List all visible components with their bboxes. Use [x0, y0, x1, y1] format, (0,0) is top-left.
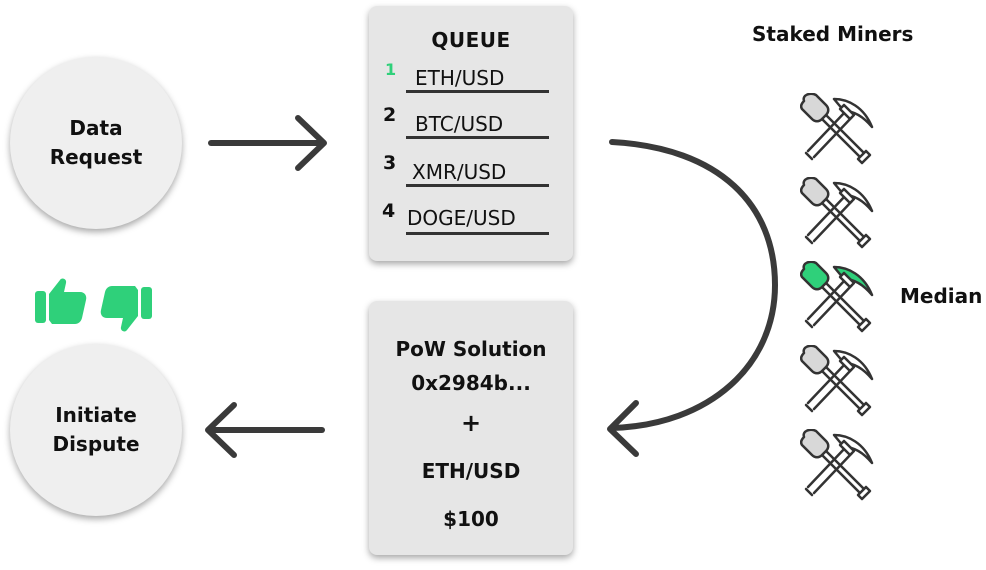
- queue-card: QUEUE 1 ETH/USD 2 BTC/USD 3 XMR/USD 4 DO…: [369, 6, 573, 261]
- queue-item-underline: [406, 232, 549, 235]
- thumbs-down-icon: [100, 286, 152, 332]
- miner-icon: [799, 92, 876, 165]
- queue-item-number: 2: [383, 104, 397, 126]
- data-request-node: Data Request: [10, 57, 182, 229]
- arrow-queue-to-solution: [607, 139, 778, 457]
- pow-solution-title: PoW Solution: [395, 337, 547, 361]
- queue-item-pair: BTC/USD: [415, 112, 504, 136]
- arrow-request-to-queue: [208, 115, 327, 171]
- data-request-label-line2: Request: [49, 145, 143, 169]
- data-request-label-line1: Data: [69, 116, 123, 140]
- pow-solution-value: $100: [443, 507, 499, 531]
- initiate-dispute-node: Initiate Dispute: [10, 344, 182, 516]
- miner-icon: [799, 260, 876, 333]
- queue-item: 1 ETH/USD: [369, 58, 573, 94]
- queue-title: QUEUE: [431, 28, 511, 52]
- median-label: Median: [900, 284, 983, 308]
- queue-item: 3 XMR/USD: [369, 152, 573, 188]
- queue-item-pair: DOGE/USD: [407, 206, 516, 230]
- queue-item-number: 3: [383, 152, 397, 174]
- pow-solution-hash: 0x2984b...: [411, 371, 531, 395]
- miner-icon: [799, 428, 876, 501]
- dispute-label-line1: Initiate: [55, 403, 137, 427]
- queue-item-underline: [406, 184, 549, 187]
- queue-item-pair: XMR/USD: [412, 160, 507, 184]
- miner-icon: [799, 176, 876, 249]
- pow-solution-card: PoW Solution 0x2984b... + ETH/USD $100: [369, 301, 573, 555]
- miner-icon: [799, 344, 876, 417]
- queue-item-number: 1: [385, 60, 397, 79]
- queue-item-underline: [406, 136, 549, 139]
- arrow-solution-to-dispute: [205, 402, 325, 458]
- staked-miners-title: Staked Miners: [752, 22, 914, 46]
- queue-item-underline: [406, 90, 549, 93]
- thumbs-up-icon: [35, 278, 87, 324]
- pow-solution-plus: +: [460, 409, 482, 437]
- pow-solution-pair: ETH/USD: [421, 459, 521, 483]
- queue-item-pair: ETH/USD: [415, 66, 505, 90]
- queue-item-number: 4: [382, 200, 396, 222]
- dispute-label-line2: Dispute: [52, 432, 140, 456]
- queue-item: 4 DOGE/USD: [369, 200, 573, 236]
- queue-item: 2 BTC/USD: [369, 104, 573, 140]
